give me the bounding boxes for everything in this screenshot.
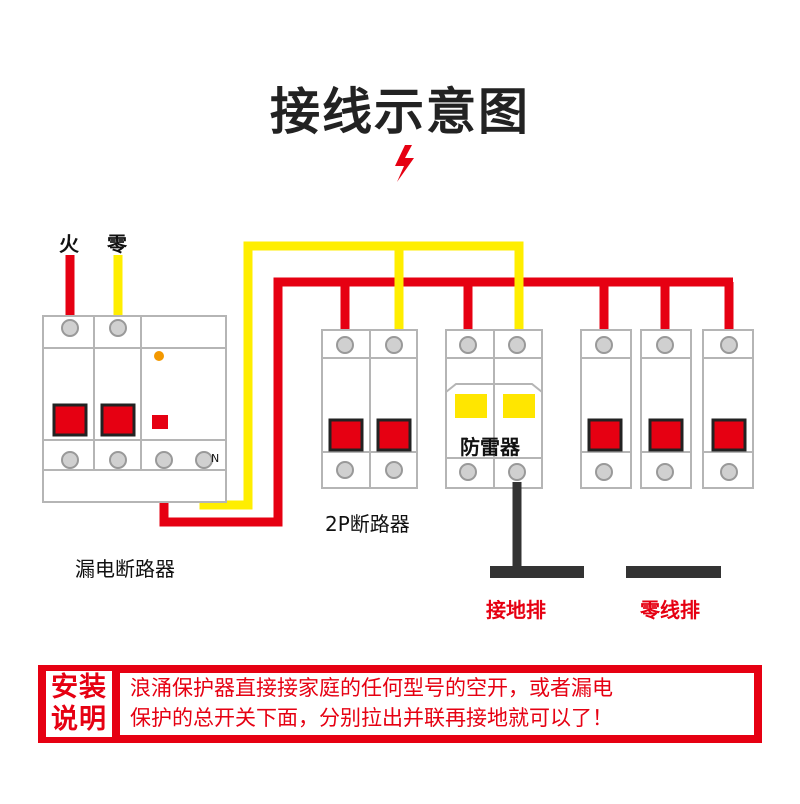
spd-label: 防雷器: [460, 435, 520, 459]
neutral-bar-label: 零线排: [640, 598, 700, 622]
install-note-text: 浪涌保护器直接接家庭的任何型号的空开，或者漏电 保护的总开关下面，分别拉出并联再…: [120, 673, 754, 735]
surge-protector: [445, 329, 543, 489]
install-note-tag: 安装 说明: [46, 671, 112, 737]
rcbo-label: 漏电断路器: [75, 557, 175, 581]
install-note: 安装 说明 浪涌保护器直接接家庭的任何型号的空开，或者漏电 保护的总开关下面，分…: [38, 665, 762, 743]
ground-bar-label: 接地排: [486, 598, 546, 622]
2p-breaker: [321, 329, 418, 489]
neutral-label: 零: [107, 232, 127, 256]
neutral-bar: [626, 566, 721, 578]
install-note-line2: 保护的总开关下面，分别拉出并联再接地就可以了！: [130, 706, 613, 730]
n-terminal-label: N: [211, 452, 220, 465]
page-title: 接线示意图: [270, 83, 530, 141]
lightning-bolt-icon: [395, 145, 414, 182]
live-label: 火: [59, 232, 79, 256]
single-pole-breakers: [580, 329, 754, 489]
breaker-1p-1: [580, 329, 632, 489]
breaker-2p-label: 2P断路器: [325, 512, 410, 536]
ground-bar: [490, 566, 584, 578]
breaker-1p-2: [640, 329, 692, 489]
breaker-1p-3: [702, 329, 754, 489]
rcbo-breaker: [42, 315, 227, 503]
install-note-line1: 浪涌保护器直接接家庭的任何型号的空开，或者漏电: [130, 676, 613, 700]
install-note-tag-line1: 安装: [51, 672, 107, 703]
install-note-tag-line2: 说明: [51, 704, 107, 735]
